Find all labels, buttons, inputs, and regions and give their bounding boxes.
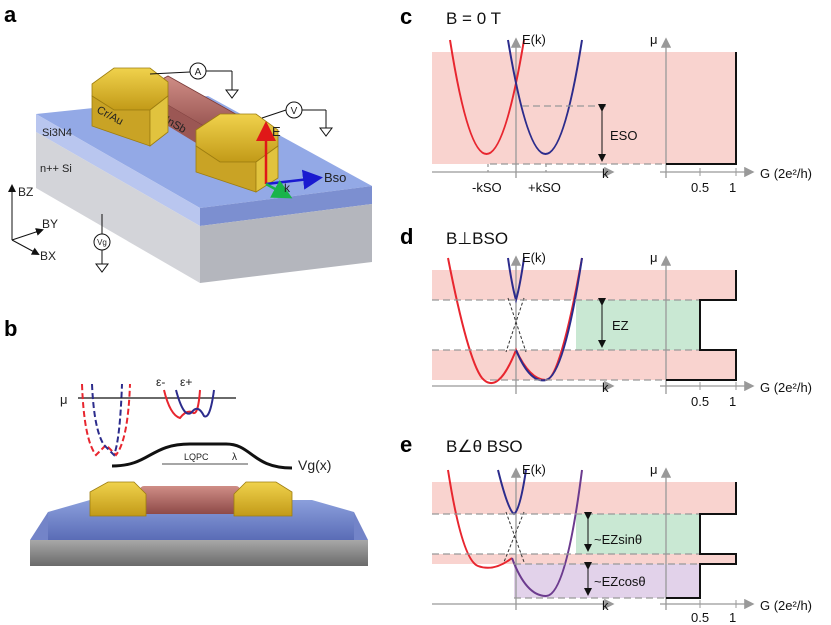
right-band-red [163, 389, 201, 420]
panel-a: a Si3N4 n++ Si InSb Cr/Au [4, 2, 372, 283]
panel-c-g-axis-label: G (2e²/h) [760, 166, 812, 181]
panel-b: b μ ε- ε+ Vg(x) LQPC λ [4, 316, 368, 566]
spin-orbit-field-label: Bso [324, 170, 346, 185]
ammeter-circuit [149, 62, 239, 99]
panel-label-a: a [4, 2, 17, 27]
by-axis-label: BY [42, 217, 58, 231]
panel-e-lilac-gap [514, 564, 700, 598]
panel-e-band-lower-purple [511, 469, 583, 598]
momentum-label: k [284, 181, 291, 195]
voltmeter-icon: V [291, 106, 298, 117]
panel-e-mu-axis-label: μ [650, 462, 658, 477]
panel-d-g-axis-label: G (2e²/h) [760, 380, 812, 395]
gate-circuit [93, 214, 111, 273]
panel-d-pink-region-top [432, 270, 736, 300]
panel-d-band-lower-blue [515, 257, 583, 382]
device-cross-section [30, 481, 368, 566]
panel-c-mu-axis-label: μ [650, 32, 658, 47]
panel-c-tick-neg-kso: -kSO [472, 180, 502, 195]
panel-e-crossing-dash-a [505, 511, 525, 563]
panel-d-title: B⊥BSO [446, 229, 508, 248]
panel-e-band-lower-red [447, 469, 513, 569]
ammeter-icon: A [195, 67, 202, 78]
gate-voltmeter-icon: Vg [97, 238, 107, 247]
panel-e-gap-upper-label: ~EZsinθ [594, 532, 642, 547]
panel-e-g-axis-label: G (2e²/h) [760, 598, 812, 613]
panel-c-pink-region [432, 52, 736, 164]
momentum-arrow [265, 180, 293, 199]
mu-label: μ [60, 392, 68, 407]
panel-d-k-axis-label: k [602, 380, 609, 395]
panel-e-green-gap [576, 514, 700, 554]
panel-c-g-tick-one: 1 [729, 180, 736, 195]
panel-d-crossing-dash-a [507, 297, 527, 353]
band-panels [432, 37, 755, 610]
gate-potential-profile [111, 442, 293, 470]
panel-e-conductance-trace [666, 482, 737, 599]
left-band-blue [91, 383, 123, 457]
electric-field-label: E [272, 124, 281, 139]
left-band-red [81, 383, 131, 457]
panel-c-band-red [449, 39, 525, 155]
panel-e-energy-axis-label: E(k) [522, 462, 546, 477]
panel-e-g-tick-half: 0.5 [691, 610, 709, 625]
panel-d-g-tick-one: 1 [729, 394, 736, 409]
panel-c-tick-pos-kso: +kSO [528, 180, 561, 195]
eps-plus-label: ε+ [180, 375, 192, 389]
panel-c-title: B = 0 T [446, 9, 501, 28]
lqpc-label: LQPC [184, 452, 209, 462]
panel-d-energy-axis-label: E(k) [522, 250, 546, 265]
panel-e-gap-lower-label: ~EZcosθ [594, 574, 646, 589]
panel-label-c: c [400, 4, 412, 29]
panel-e-g-tick-one: 1 [729, 610, 736, 625]
panel-c-band-blue [507, 39, 583, 155]
panel-c-conductance-trace [666, 52, 737, 165]
panel-d-pink-region-bottom [432, 350, 736, 380]
bx-axis-label: BX [40, 249, 56, 263]
panel-d-g-tick-half: 0.5 [691, 394, 709, 409]
panel-e-pink-region-mid [432, 554, 736, 564]
panel-d-green-gap [576, 300, 700, 350]
panel-d-gap-label: EZ [612, 318, 629, 333]
field-axes [8, 184, 44, 255]
contact-left [91, 67, 169, 147]
panel-c-k-axis-label: k [602, 166, 609, 181]
panel-e-k-axis-label: k [602, 598, 609, 613]
panel-c-g-tick-half: 0.5 [691, 180, 709, 195]
bz-axis-label: BZ [18, 185, 33, 199]
panel-label-d: d [400, 224, 413, 249]
panel-e-title: B∠θ BSO [446, 437, 523, 456]
panel-d-crossing-dash-b [505, 297, 525, 353]
panel-d-mu-axis-label: μ [650, 250, 658, 265]
eps-minus-label: ε- [156, 375, 165, 389]
panel-c-gap-label: ESO [610, 128, 637, 143]
panel-e-pink-region-top [432, 482, 736, 514]
right-band-blue [175, 389, 215, 418]
panel-label-b: b [4, 316, 17, 341]
panel-c-energy-axis-label: E(k) [522, 32, 546, 47]
panel-d-conductance-trace [666, 270, 737, 381]
panel-label-e: e [400, 432, 412, 457]
panel-e-crossing-dash-b [503, 511, 525, 563]
nitride-label: Si3N4 [42, 127, 72, 139]
potential-label: Vg(x) [298, 457, 331, 473]
substrate-label: n++ Si [40, 163, 72, 175]
voltmeter-circuit [261, 101, 333, 137]
lambda-label: λ [232, 452, 237, 463]
